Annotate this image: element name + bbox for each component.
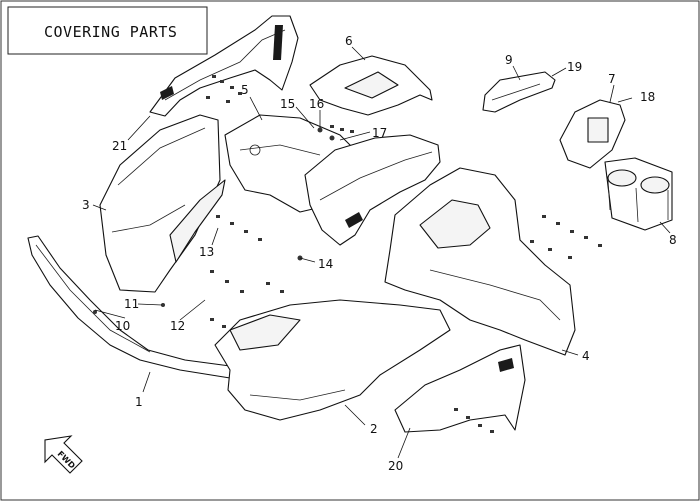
part-8-cup-holder	[604, 157, 673, 231]
callout-19: 19	[567, 60, 582, 74]
callout-20: 20	[388, 459, 403, 473]
leader-lines	[92, 46, 671, 459]
callout-12: 12	[170, 319, 185, 333]
callout-8: 8	[669, 233, 677, 247]
callout-10: 10	[115, 319, 130, 333]
part-17-instrument-housing	[304, 134, 441, 246]
part-21-rail	[149, 15, 299, 117]
callout-18: 18	[640, 90, 655, 104]
callout-3: 3	[82, 198, 90, 212]
callout-14: 14	[318, 257, 333, 271]
diagram-title: COVERING PARTS	[44, 23, 177, 41]
callout-21: 21	[112, 139, 127, 153]
callout-5: 5	[241, 83, 249, 97]
callout-9: 9	[505, 53, 513, 67]
part-20-side-skirt	[394, 344, 526, 433]
callout-2: 2	[370, 422, 378, 436]
callout-4: 4	[582, 349, 590, 363]
callout-11: 11	[124, 297, 139, 311]
callout-6: 6	[345, 34, 353, 48]
part-9-dash-panel	[482, 71, 556, 113]
callout-15: 15	[280, 97, 295, 111]
fwd-arrow-icon: FWD	[44, 435, 83, 474]
callout-1: 1	[135, 395, 143, 409]
part-4-side-panel	[384, 167, 576, 356]
callout-17: 17	[372, 126, 387, 140]
title-box	[7, 6, 208, 55]
fastener-group	[93, 75, 602, 433]
part-7-vent-housing	[559, 99, 626, 169]
callout-7: 7	[608, 72, 616, 86]
part-2-lower-cover	[214, 299, 451, 421]
part-6-top-cap	[309, 55, 433, 116]
part-3-front-cover	[99, 114, 226, 293]
callout-16: 16	[309, 97, 324, 111]
callout-13: 13	[199, 245, 214, 259]
